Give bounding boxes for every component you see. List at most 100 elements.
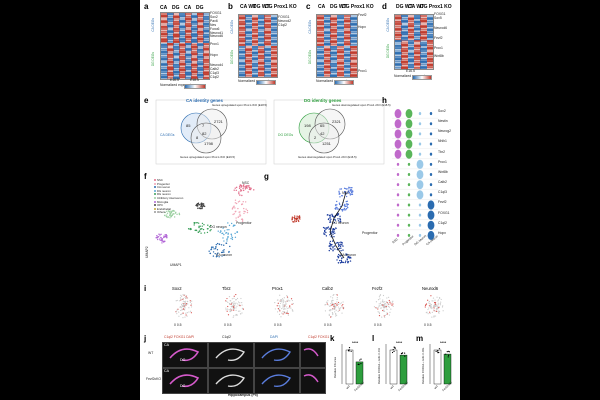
feature-point (277, 305, 278, 306)
umap-point (335, 227, 336, 228)
venn-count: 1251 (322, 142, 331, 147)
feature-point (184, 294, 185, 295)
feature-point (330, 305, 331, 306)
umap-point (223, 245, 224, 246)
gene-label: Wnt8b (434, 55, 447, 59)
violin-shape (395, 109, 402, 118)
gene-label: Prox1 (434, 47, 447, 51)
umap-point (341, 262, 342, 263)
feature-point (430, 305, 431, 306)
umap-point (194, 222, 195, 223)
feature-point (338, 302, 339, 303)
feature-point (389, 312, 390, 313)
feature-point (185, 297, 186, 298)
gene-label: C1ql2 (278, 24, 291, 28)
umap-point (197, 208, 198, 209)
gene-label: Prox1 (210, 43, 223, 47)
umap-point (203, 229, 204, 230)
umap-point (350, 190, 351, 191)
feature-point (287, 310, 288, 311)
umap-point (190, 228, 191, 229)
violin-shape (397, 163, 399, 166)
gene-label: Nestin (438, 120, 448, 124)
feature-point (340, 307, 341, 308)
violin-shape (408, 214, 410, 217)
feature-point (279, 310, 280, 311)
violin-shape (430, 112, 432, 115)
venn-count: 82 (202, 132, 206, 137)
feature-point (435, 302, 436, 303)
venn-set-label: Genes upregulated upon Prox1 cKO (E16.5) (180, 156, 235, 159)
umap-point (157, 236, 158, 237)
umap-point (338, 257, 339, 258)
umap-point (334, 248, 335, 249)
umap-point (197, 222, 198, 223)
significance-mark: **** (396, 340, 402, 345)
feature-point (190, 300, 191, 301)
feature-point (341, 305, 342, 306)
feature-point (379, 298, 380, 299)
feature-point (338, 306, 339, 307)
violin-shape (430, 143, 432, 146)
feature-point (336, 305, 337, 306)
venn-count: 2321 (332, 120, 341, 125)
feature-point (235, 299, 236, 300)
umap-point (239, 214, 240, 215)
significance-mark: **** (352, 340, 358, 345)
umap-point (332, 230, 333, 231)
umap-point (221, 244, 222, 245)
channel-header: DAPI (270, 336, 278, 340)
feature-point (228, 314, 229, 315)
feature-point (274, 302, 275, 303)
row-group-label: DG DEGs (308, 50, 312, 64)
umap-point (222, 250, 223, 251)
feature-point (182, 294, 183, 295)
umap-point (243, 213, 244, 214)
feature-point (384, 306, 385, 307)
feature-point (281, 308, 282, 309)
feature-point (332, 314, 333, 315)
feature-point (390, 303, 391, 304)
feature-point (275, 308, 276, 309)
feature-point (336, 304, 337, 305)
violin-shape (397, 224, 399, 227)
umap-point (343, 262, 344, 263)
umap-point (335, 242, 336, 243)
color-scale-bar (334, 80, 354, 85)
feature-point (233, 298, 234, 299)
umap-point (332, 215, 333, 216)
umap-point (334, 245, 335, 246)
feature-point (389, 314, 390, 315)
umap-point (294, 221, 295, 222)
umap-point (223, 234, 224, 235)
violin-shape (397, 234, 399, 237)
feature-point (383, 295, 384, 296)
umap-point (347, 207, 348, 208)
umap-point (232, 214, 233, 215)
cluster-label: NSC (242, 182, 249, 186)
feature-point (282, 303, 283, 304)
feature-point (336, 310, 337, 311)
feature-point (427, 309, 428, 310)
feature-point (178, 316, 179, 317)
violin-shape (406, 119, 413, 128)
feature-point (282, 307, 283, 308)
data-point (349, 347, 350, 348)
umap-point (324, 234, 325, 235)
gene-label: C1ql2 (210, 76, 223, 80)
umap-point (239, 201, 240, 202)
violin-shape (406, 139, 413, 148)
feature-point (226, 298, 227, 299)
umap-point (338, 243, 339, 244)
umap-point (338, 191, 339, 192)
feature-point (239, 310, 240, 311)
umap-point (298, 220, 299, 221)
feature-point (389, 300, 390, 301)
umap-point (243, 186, 244, 187)
feature-point (180, 310, 181, 311)
feature-point (428, 313, 429, 314)
umap-point (236, 187, 237, 188)
feature-point (229, 309, 230, 310)
feature-point (176, 313, 177, 314)
feature-point (225, 307, 226, 308)
